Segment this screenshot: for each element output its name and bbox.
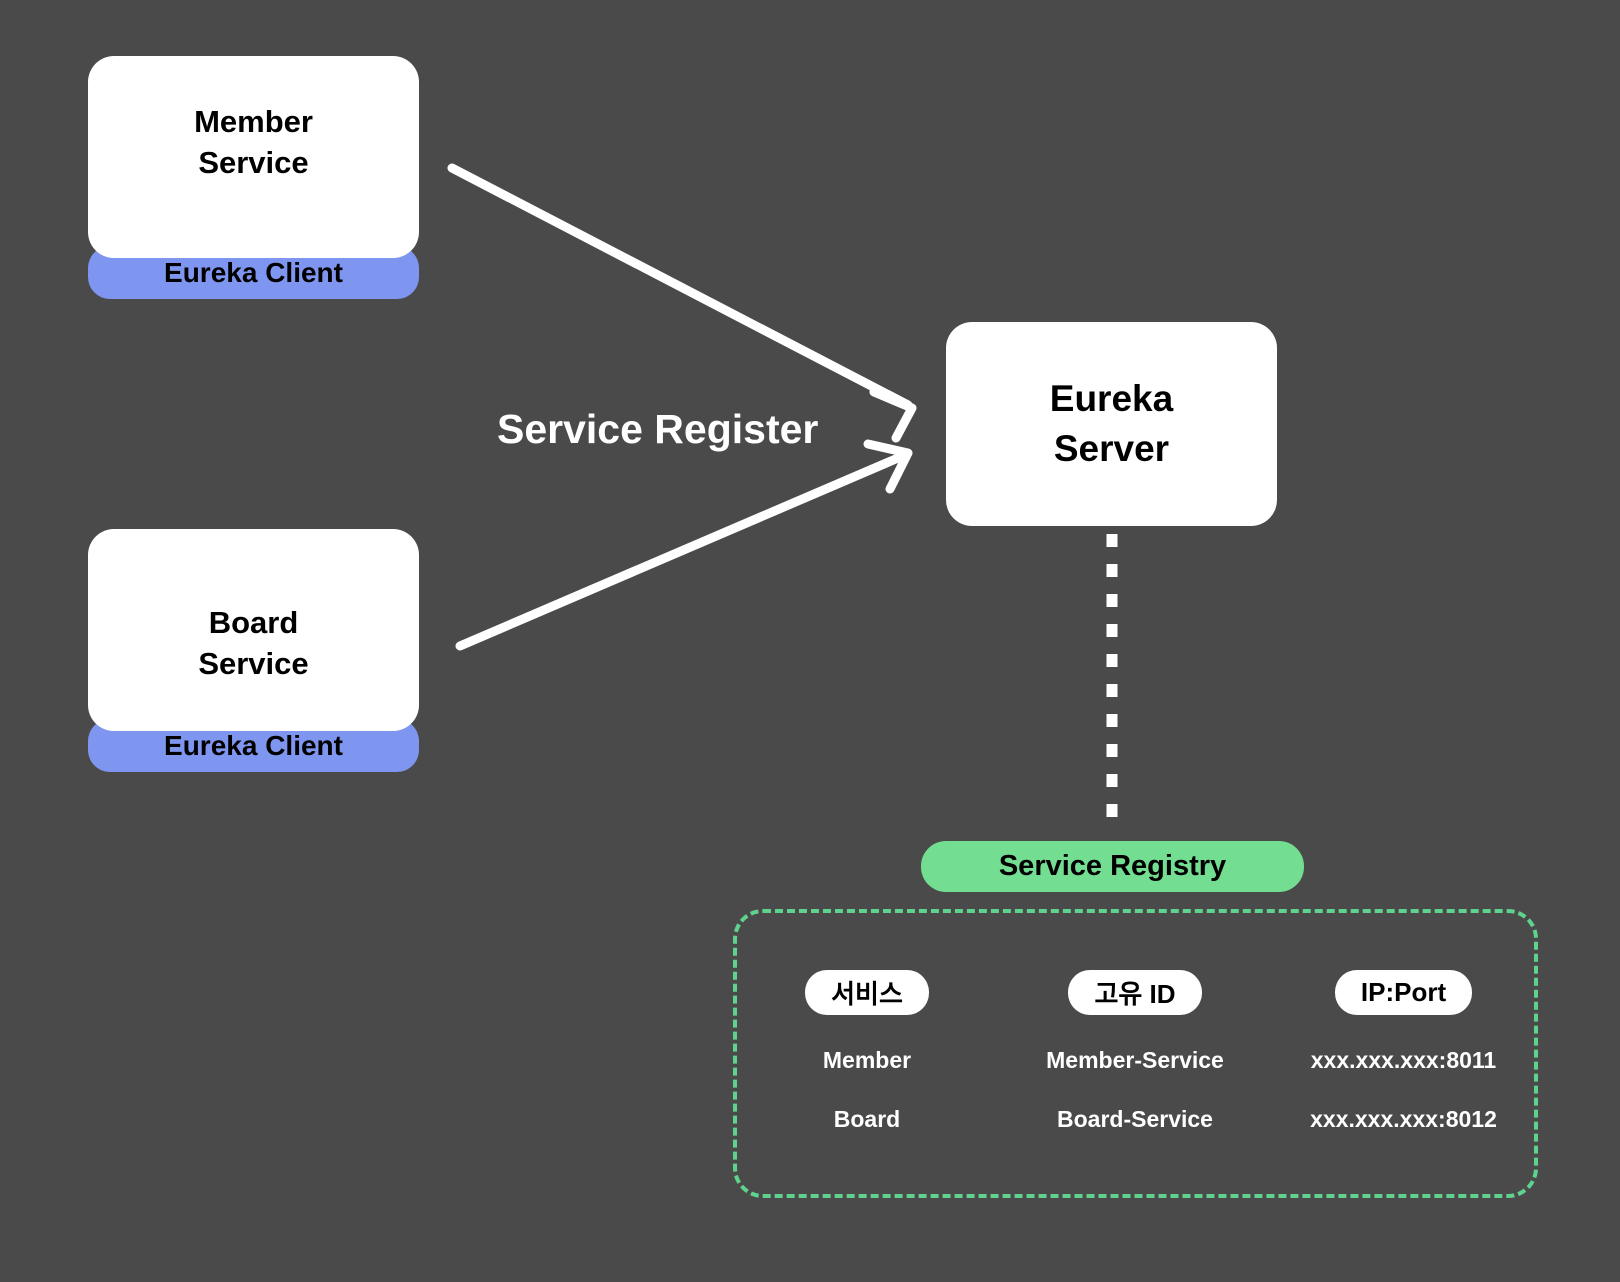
registry-header-row: 서비스 고유 ID IP:Port: [733, 970, 1538, 1015]
service-registry-panel: [733, 909, 1538, 1198]
node-board-service[interactable]: Board Service Eureka Client: [88, 529, 419, 772]
node-eureka-server[interactable]: Eureka Server: [946, 322, 1277, 526]
registry-cell-id: Board-Service: [1057, 1106, 1213, 1132]
registry-header-label-ip: IP:Port: [1360, 977, 1447, 1007]
registry-cell-ip: xxx.xxx.xxx:8011: [1310, 1047, 1497, 1073]
member-eureka-client-label: Eureka Client: [164, 256, 343, 288]
member-service-title: Member Service: [194, 104, 313, 180]
node-member-service[interactable]: Member Service Eureka Client: [88, 56, 419, 299]
table-row: Member Member-Service xxx.xxx.xxx:8011: [733, 1047, 1538, 1074]
table-row: Board Board-Service xxx.xxx.xxx:8012: [733, 1106, 1538, 1133]
registry-cell-ip: xxx.xxx.xxx:8012: [1310, 1106, 1497, 1132]
service-registry-table: 서비스 고유 ID IP:Port Member Member-Service …: [733, 909, 1538, 1198]
registry-header-pill-service: 서비스: [805, 970, 929, 1015]
service-registry-badge[interactable]: Service Registry: [921, 841, 1304, 892]
registry-header-cell-service: 서비스: [733, 970, 1001, 1015]
registry-header-pill-ip: IP:Port: [1334, 970, 1473, 1015]
registry-cell-service: Board: [833, 1106, 901, 1132]
board-service-card[interactable]: Board Service: [88, 529, 419, 731]
registry-header-label-service: 서비스: [831, 979, 903, 1009]
registry-cell-service: Member: [822, 1047, 912, 1073]
board-service-title: Board Service: [198, 605, 309, 681]
registry-header-cell-ip: IP:Port: [1269, 970, 1538, 1015]
service-register-edge-label: Service Register: [497, 406, 819, 452]
service-registry-badge-label: Service Registry: [998, 850, 1227, 882]
edge-member-to-eureka-server: [447, 163, 917, 443]
registry-header-pill-id: 고유 ID: [1068, 970, 1202, 1015]
member-service-card[interactable]: Member Service: [88, 56, 419, 258]
board-eureka-client-label: Eureka Client: [164, 729, 343, 761]
registry-cell-id: Member-Service: [1046, 1047, 1224, 1073]
registry-header-cell-id: 고유 ID: [1001, 970, 1269, 1015]
eureka-server-title: Eureka Server: [1049, 378, 1174, 469]
registry-header-label-id: 고유 ID: [1094, 979, 1176, 1009]
edge-board-to-eureka-server: [455, 439, 913, 651]
